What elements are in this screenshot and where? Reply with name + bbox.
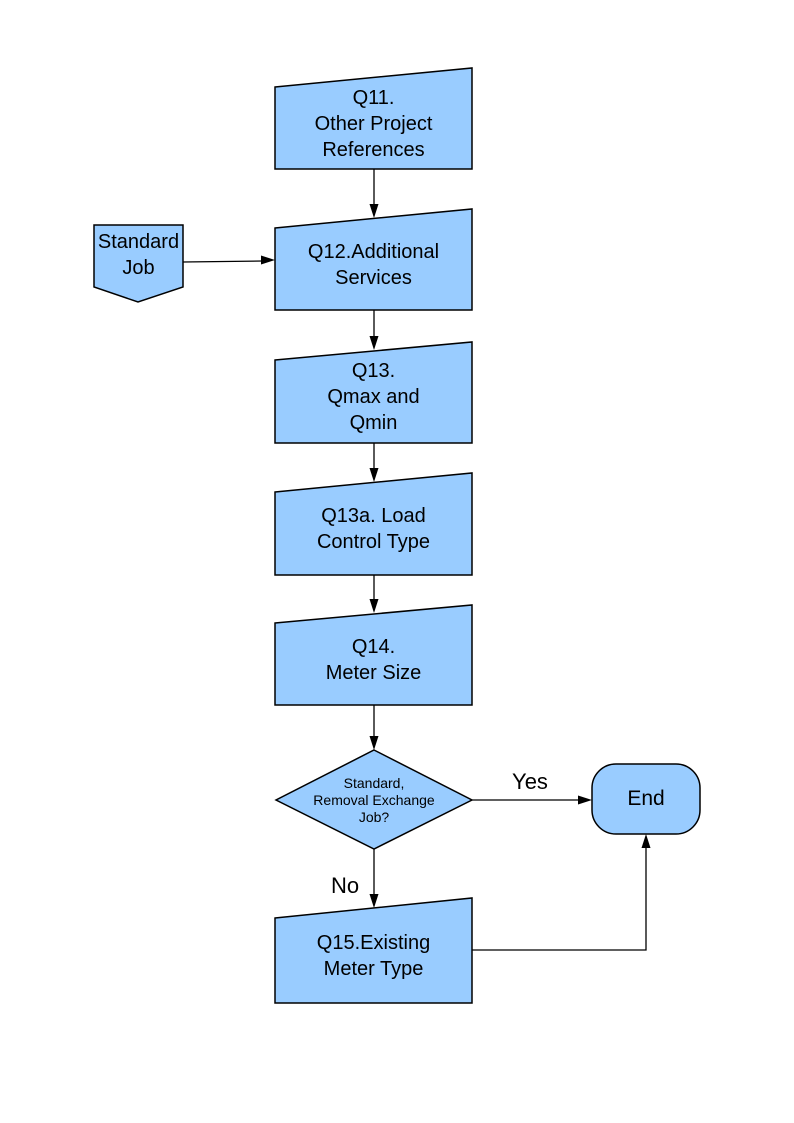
- label-line: Q14.: [351, 635, 396, 658]
- label-line: Standard: [97, 231, 180, 253]
- decision-diamond-label: Standard, Removal Exchange Job?: [276, 755, 472, 845]
- label-line: Q12.Additional: [307, 240, 440, 263]
- label-line: Job?: [358, 808, 390, 825]
- arrowhead-icon: [369, 468, 379, 482]
- label-line: Q13a. Load: [321, 504, 426, 527]
- label-line: Services: [335, 266, 412, 289]
- label-line: End: [627, 787, 665, 810]
- q14-node-label: Q14. Meter Size: [275, 614, 472, 705]
- label-line: Other Project: [314, 112, 433, 135]
- q11-node-label: Q11. Other Project References: [275, 78, 472, 169]
- connector-line: [472, 847, 647, 951]
- arrowhead-icon: [641, 834, 651, 848]
- label-line: Control Type: [316, 530, 431, 553]
- connector-decision-yes-to-end: [472, 795, 592, 805]
- label-line: No: [330, 873, 360, 898]
- connector-q15-to-end: [472, 834, 651, 951]
- yes-edge-label: Yes: [495, 768, 565, 796]
- connector-decision-no-to-q15: [369, 849, 379, 908]
- connector-line: [182, 260, 263, 263]
- arrowhead-icon: [369, 894, 379, 908]
- q13a-node-shape: [274, 472, 473, 576]
- connector-standard-job-to-q12: [182, 255, 275, 265]
- no-edge-label: No: [315, 872, 375, 900]
- connector-q13a-to-q14: [369, 575, 379, 613]
- label-line: Meter Size: [325, 661, 422, 684]
- connector-q11-to-q12: [369, 169, 379, 218]
- q15-node-shape: [274, 897, 473, 1004]
- standard-job-connector-shape: [93, 224, 184, 303]
- arrowhead-icon: [369, 599, 379, 613]
- arrowhead-icon: [369, 336, 379, 350]
- q12-node-shape: [274, 208, 473, 311]
- arrowhead-icon: [578, 795, 592, 805]
- label-line: Q15.Existing: [316, 931, 431, 954]
- label-line: References: [322, 138, 425, 161]
- q11-node-shape: [274, 67, 473, 170]
- q15-node-label: Q15.Existing Meter Type: [275, 908, 472, 1003]
- label-line: Q11.: [352, 86, 395, 109]
- q13-node-label: Q13. Qmax and Qmin: [275, 351, 472, 443]
- end-terminator-label: End: [592, 764, 700, 834]
- arrowhead-icon: [261, 255, 275, 265]
- connector-q13-to-q13a: [369, 443, 379, 482]
- arrowhead-icon: [369, 204, 379, 218]
- standard-job-connector-label: Standard Job: [94, 223, 183, 287]
- label-line: Qmin: [349, 412, 398, 434]
- connector-q14-to-decision: [369, 705, 379, 750]
- label-line: Standard,: [343, 774, 405, 791]
- label-line: Meter Type: [323, 957, 424, 980]
- connector-q12-to-q13: [369, 310, 379, 350]
- q13-node-shape: [274, 341, 473, 444]
- q14-node-shape: [274, 604, 473, 706]
- arrowhead-icon: [369, 736, 379, 750]
- q12-node-label: Q12.Additional Services: [275, 219, 472, 310]
- q13a-node-label: Q13a. Load Control Type: [275, 482, 472, 575]
- label-line: Job: [122, 257, 155, 279]
- label-line: Yes: [512, 769, 548, 794]
- label-line: Qmax and: [327, 386, 420, 408]
- label-line: Removal Exchange: [313, 791, 435, 808]
- label-line: Q13.: [351, 360, 396, 382]
